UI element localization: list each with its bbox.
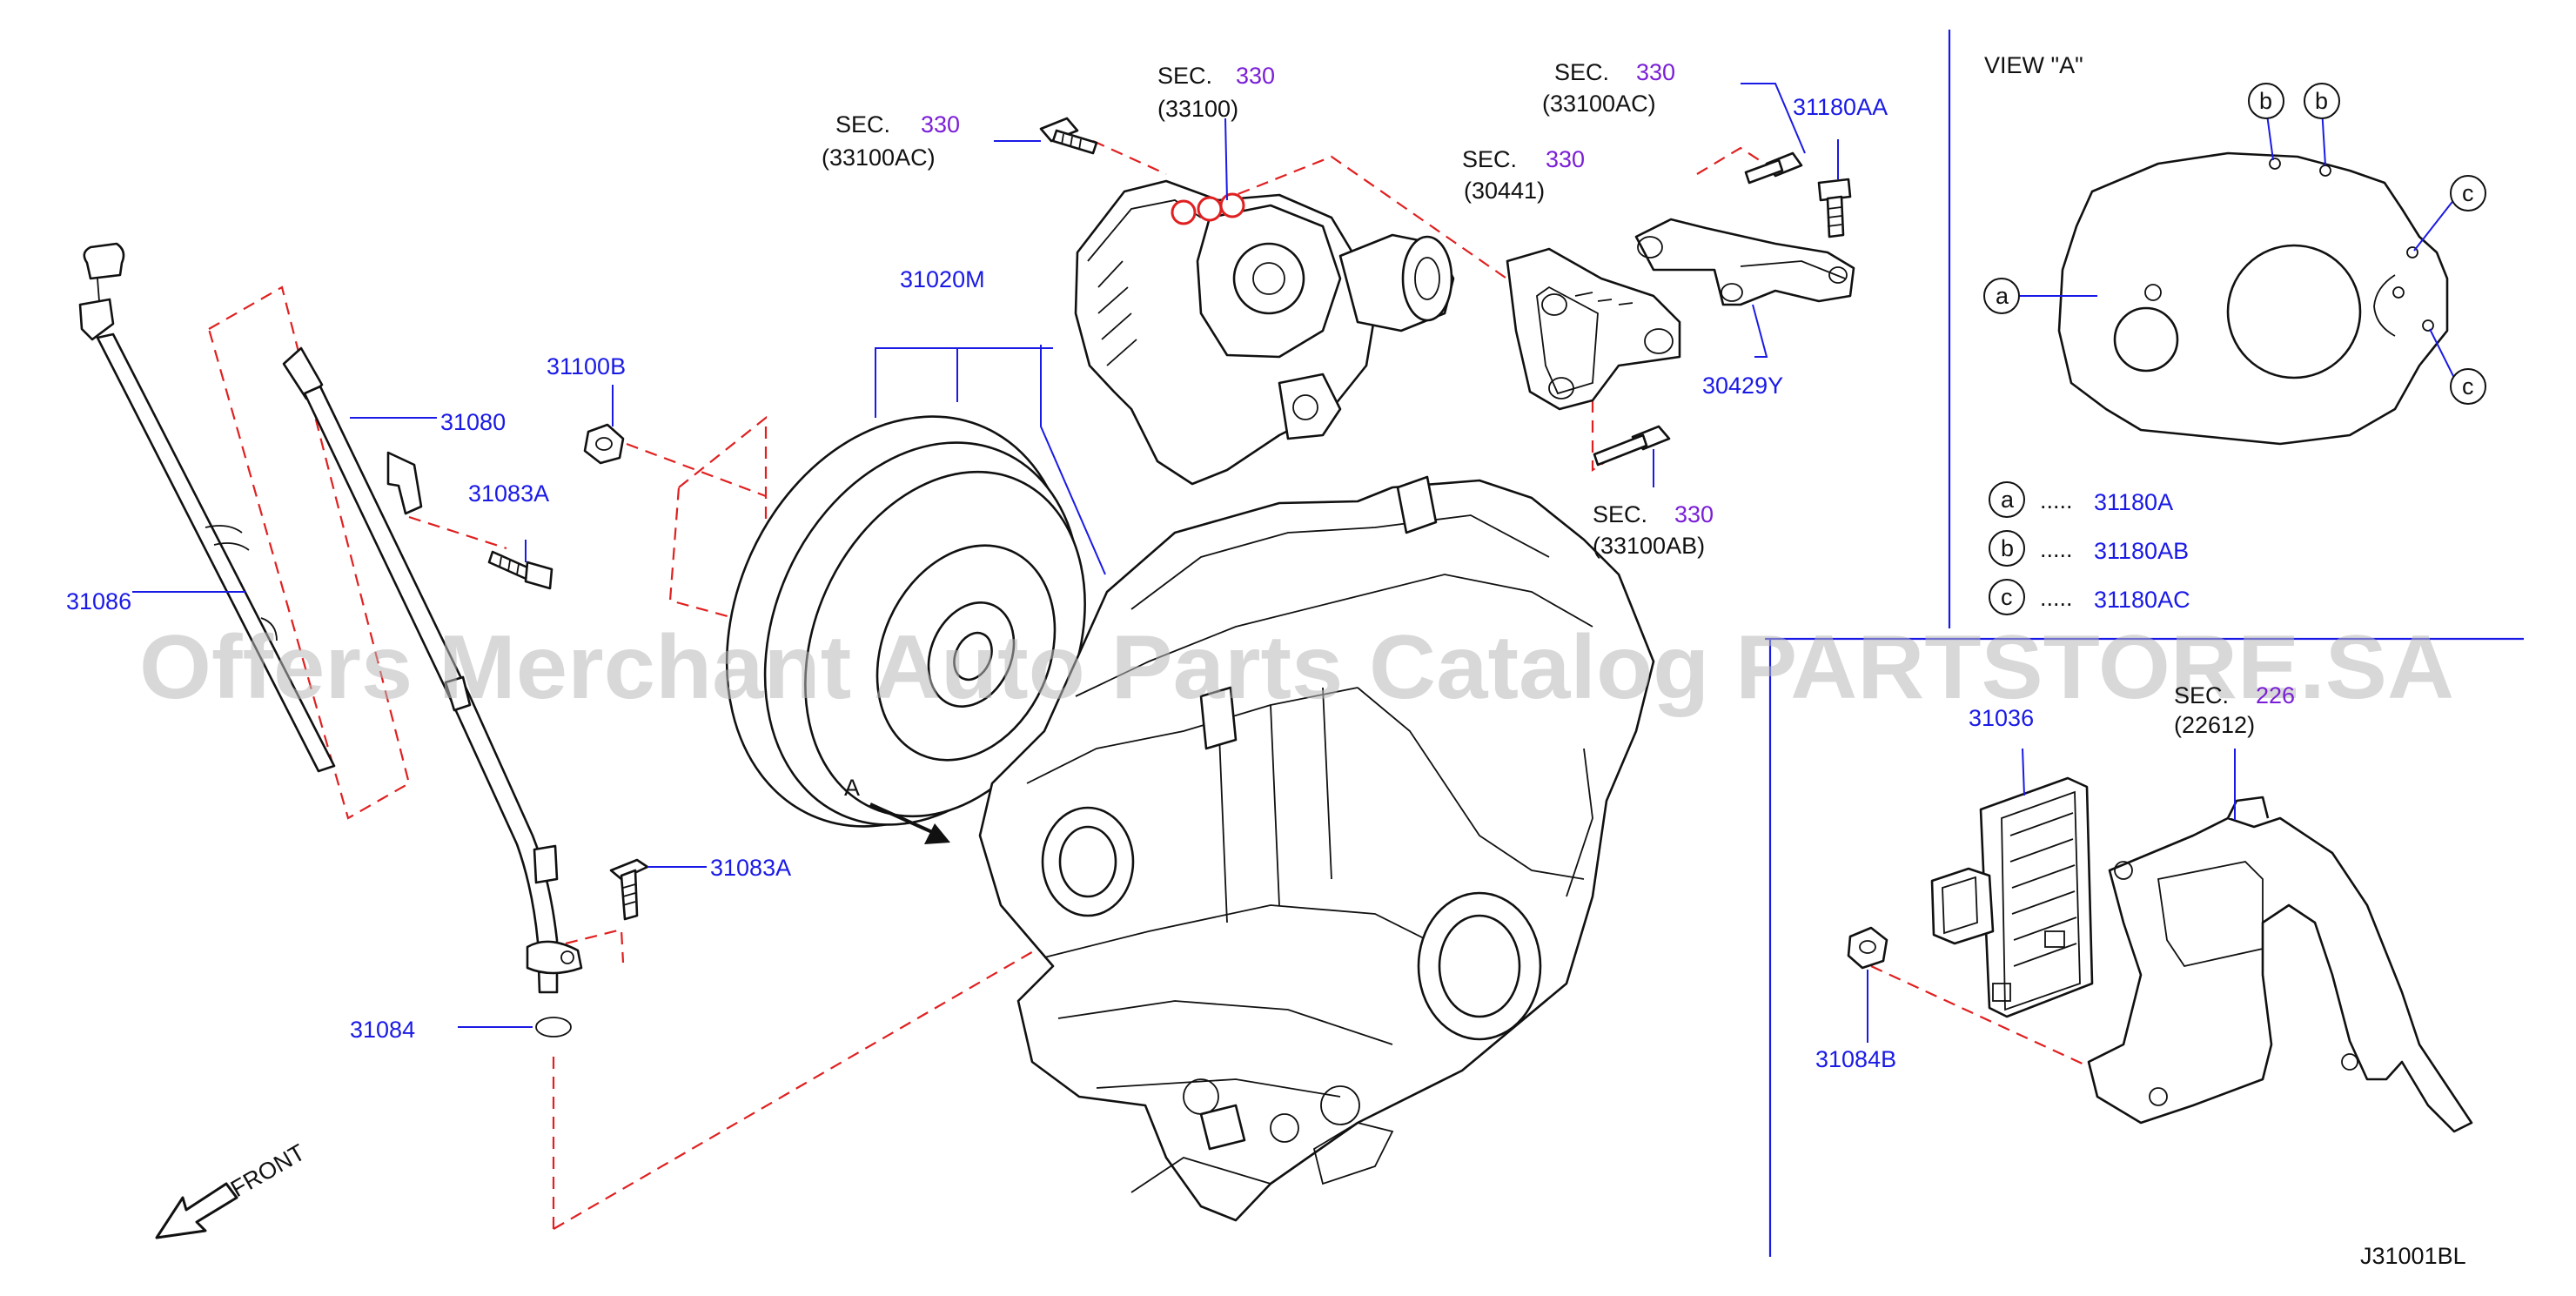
section-ref-33100ac-right: SEC. 330 (33100AC) [1542,59,1675,117]
oil-gauge-31080 [282,346,583,1037]
svg-text:330[interactable]: 330 [1236,63,1275,89]
panel-dividers [1765,30,2524,1257]
callout-31084[interactable]: 31084 [350,1017,415,1043]
torque-converter-31020m [725,415,1086,828]
section-ref-30441: SEC. 330 (30441) [1462,146,1585,204]
callout-31083a-top[interactable]: 31083A [468,480,549,507]
svg-text:.....: ..... [2040,536,2073,562]
callout-31036[interactable]: 31036 [1969,705,2034,731]
callout-31100b[interactable]: 31100B [547,353,626,379]
svg-text:330[interactable]: 330 [1636,59,1675,85]
svg-text:226[interactable]: 226 [2256,682,2295,708]
section-ref-33100ab: SEC. 330 (33100AB) [1593,501,1714,559]
bracket-30429y [1634,218,1855,306]
view-a-legend-row: a ..... 31180A [2001,487,2173,515]
tcm-31036 [1930,776,2094,1018]
svg-text:330[interactable]: 330 [921,111,960,138]
callout-31083a-bottom[interactable]: 31083A [710,855,791,881]
view-a-markers [1983,83,2486,615]
view-a-legend-row: b ..... 31180AB [2001,535,2189,564]
watermark: Offers Merchant Auto Parts Catalog PARTS… [139,617,2454,718]
marker-c-1: c [2462,180,2474,206]
marker-b-1: b [2259,88,2272,114]
svg-text:330[interactable]: 330 [1546,146,1585,172]
svg-text:330[interactable]: 330 [1674,501,1714,527]
callout-31086[interactable]: 31086 [66,588,131,614]
svg-text:SEC.: SEC. [1157,63,1212,89]
bolt-31083a-top [487,550,553,590]
svg-text:SEC.: SEC. [1462,146,1517,172]
svg-text:a: a [2001,487,2015,513]
front-arrow-icon [155,1182,238,1239]
callout-30429y[interactable]: 30429Y [1702,373,1783,399]
bolt-sec-33100ab [1593,425,1671,467]
nut-31100b [583,423,625,465]
svg-text:(33100): (33100) [1157,96,1238,122]
svg-text:SEC.: SEC. [1554,59,1609,85]
svg-text:SEC.: SEC. [1593,501,1647,527]
marker-c-2: c [2462,373,2474,400]
svg-text:(33100AB): (33100AB) [1593,533,1705,559]
bracket-22612 [2087,796,2473,1133]
svg-text:.....: ..... [2040,585,2073,611]
diagram-id: J31001BL [2360,1243,2466,1269]
svg-text:SEC.: SEC. [2174,682,2229,708]
o-ring-31084 [535,1017,572,1037]
view-direction-arrow-a [869,802,950,844]
callout-31020m[interactable]: 31020M [900,266,985,292]
callout-31180aa[interactable]: 31180AA [1793,94,1888,120]
svg-text:SEC.: SEC. [835,111,890,138]
callout-31084b[interactable]: 31084B [1815,1046,1896,1072]
svg-text:(33100AC): (33100AC) [1542,91,1656,117]
labels: 31086 31080 31083A 31083A 31084 31100B 3… [66,52,2474,1269]
legend-part-31180ac[interactable]: 31180AC [2094,587,2190,613]
svg-text:.....: ..... [2040,487,2073,514]
nut-31084b [1847,926,1888,970]
callout-31080[interactable]: 31080 [440,409,506,435]
front-label: FRONT [226,1139,310,1202]
section-ref-33100: SEC. 330 (33100) [1157,63,1275,122]
bracket-30441 [1506,247,1681,411]
section-ref-22612: SEC. 226 (22612) [2174,682,2295,738]
arrow-a-label: A [844,775,860,801]
svg-text:c: c [2001,584,2013,610]
section-ref-33100ac-left: SEC. 330 (33100AC) [822,111,960,171]
svg-text:(30441): (30441) [1464,178,1545,204]
bolt-sec-33100ac-left [1039,117,1098,155]
marker-a: a [1996,283,2009,309]
view-a-outline [2057,151,2449,446]
legend-part-31180a[interactable]: 31180A [2094,489,2173,515]
bolt-31180aa [1817,178,1852,238]
svg-text:(33100AC): (33100AC) [822,144,936,171]
oil-pump-33100 [1074,179,1455,486]
svg-text:b: b [2001,535,2014,561]
marker-b-2: b [2315,88,2328,114]
svg-text:(22612): (22612) [2174,712,2255,738]
view-a-legend-row: c ..... 31180AC [2001,584,2190,613]
legend-part-31180ab[interactable]: 31180AB [2094,538,2189,564]
transmission-case [978,475,1655,1222]
view-a-title: VIEW "A" [1984,52,2083,78]
bolt-sec-33100ac-right [1744,151,1803,185]
dipstick-31086 [78,242,336,773]
bolt-31083a-bottom [609,858,649,921]
